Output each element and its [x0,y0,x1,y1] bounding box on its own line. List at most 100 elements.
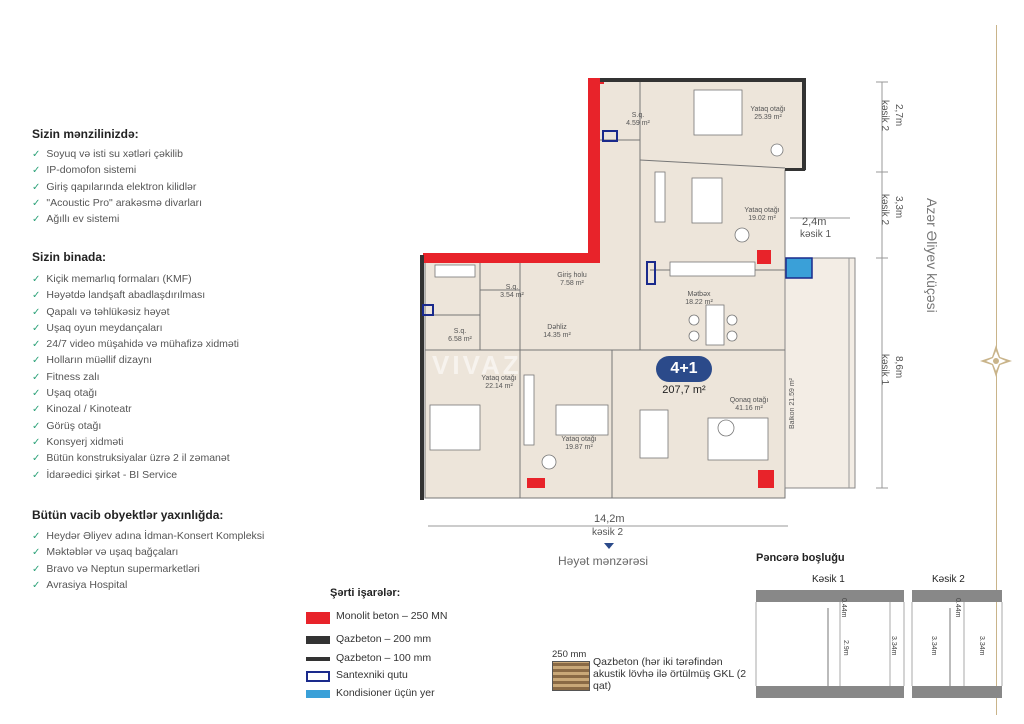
wall-thickness: 250 mm [552,649,587,660]
floor-plan [420,78,856,500]
room-su3: S.q.6.58 m² [448,328,472,343]
dim-1-label: kəsik 2 [879,100,890,132]
feature-item: ✓İdarəedici şirkət - BI Service [32,468,178,481]
balcony-area [784,257,856,489]
dim-2: 3,3m [893,196,904,219]
building-section-title: Sizin binada: [32,250,107,264]
window-sections-drawing [755,590,1003,698]
wall-note-text: Qazbeton (hər iki tərəfindən akustik löv… [593,656,747,692]
check-icon: ✓ [32,306,41,318]
check-icon: ✓ [32,371,41,383]
furniture [429,89,784,470]
feature-item: ✓24/7 video müşahidə və mühafizə xidməti [32,338,239,351]
sec2-a: 0.44m [954,598,961,618]
legend-swatch [306,636,330,644]
nearby-features-list: ✓Heydər Əliyev adına İdman-Konsert Kompl… [32,528,264,593]
feature-item: ✓Həyətdə landşaft abadlaşdırılması [32,289,206,302]
feature-item: ✓Kiçik memarlıq formaları (KMF) [32,273,192,285]
sec2-c: 3.34m [978,636,985,656]
legend-swatch [306,612,330,624]
check-icon: ✓ [32,290,41,302]
check-icon: ✓ [32,563,41,575]
check-icon: ✓ [32,149,41,160]
feature-item: ✓Holların müəllif dizaynı [32,354,153,367]
check-icon: ✓ [32,274,41,285]
dim-bottom: 14,2m [594,513,625,525]
legend-swatch [306,690,330,698]
check-icon: ✓ [32,165,41,177]
check-icon: ✓ [32,388,41,400]
feature-item: ✓Uşaq otağı [32,387,98,400]
check-icon: ✓ [32,579,41,591]
check-icon: ✓ [32,469,41,481]
watermark: VIVAZ [432,350,522,380]
check-icon: ✓ [32,453,41,465]
feature-item: ✓Heydər Əliyev adına İdman-Konsert Kompl… [32,530,265,542]
dim-4-line [790,217,850,219]
qazbeton-walls [420,78,806,500]
unit-type-badge: 4+1 [656,356,712,382]
feature-item: ✓Fitness zalı [32,370,100,383]
check-icon: ✓ [32,214,41,226]
dim-bottom-label: kəsik 2 [592,527,624,538]
sec1-c: 3.34m [890,636,897,656]
nearby-section-title: Bütün vacib obyektlər yaxınlığda: [32,508,224,522]
feature-item: ✓"Acoustic Pro" arakəsmə divarları [32,196,203,209]
legend-swatch [306,671,330,682]
unit-area: 207,7 m² [662,384,706,396]
section-2-title: Kəsik 2 [932,574,965,585]
check-icon: ✓ [32,322,41,334]
view-arrow-icon [604,543,614,549]
dim-4-label: kəsik 1 [800,229,832,240]
wall-section-swatch [552,661,590,691]
feature-item: ✓Bütün konstruksiyalar üzrə 2 il zəmanət [32,452,230,465]
check-icon: ✓ [32,355,41,367]
sec2-b: 3.34m [930,636,937,656]
dim-3-label: kəsik 1 [879,354,890,386]
dim-2-label: kəsik 2 [879,194,890,226]
room-su2: S.q.3.54 m² [500,284,524,299]
dimension-lines [876,81,888,489]
legend-swatch [306,657,330,661]
feature-item: ✓Avrasiya Hospital [32,578,128,591]
legend-title: Şərti işarələr: [330,587,401,599]
feature-item: ✓Qapalı və təhlükəsiz həyət [32,305,170,318]
courtyard-view-label: Həyət mənzərəsi [558,554,649,568]
feature-item: ✓Bravo və Neptun supermarketləri [32,562,200,575]
plumbing-shafts [422,130,656,316]
bottom-dim-line [428,525,788,527]
feature-item: ✓Giriş qapılarında elektron kilidlər [32,180,197,193]
section-1-title: Kəsik 1 [812,574,845,585]
check-icon: ✓ [32,339,41,351]
feature-item: ✓Soyuq və isti su xətləri çəkilib [32,148,183,160]
feature-item: ✓IP-domofon sistemi [32,164,137,177]
dim-3: 8,6m [893,356,904,379]
feature-item: ✓Kinozal / Kinoteatr [32,403,132,416]
monolit-walls [423,78,774,488]
apartment-section-title: Sizin mənzilinizdə: [32,127,139,141]
feature-item: ✓Görüş otağı [32,419,102,432]
sec1-b: 2.9m [842,640,849,656]
room-balcony: Balkon 21.59 m² [789,378,796,429]
check-icon: ✓ [32,404,41,416]
dim-1: 2,7m [893,104,904,127]
sec1-a: 0.44m [840,598,847,618]
apartment-features-list: ✓Soyuq və isti su xətləri çəkilib ✓IP-dom… [32,146,202,227]
dim-4: 2,4m [802,216,827,228]
feature-item: ✓Məktəblər və uşaq bağçaları [32,546,179,559]
check-icon: ✓ [32,181,41,193]
ornament-icon [980,345,1012,377]
check-icon: ✓ [32,531,41,542]
feature-item: ✓Ağıllı ev sistemi [32,213,120,226]
feature-item: ✓Uşaq oyun meydançaları [32,321,163,334]
street-name: Azər Əliyev küçəsi [924,198,940,313]
ac-place [785,257,813,279]
